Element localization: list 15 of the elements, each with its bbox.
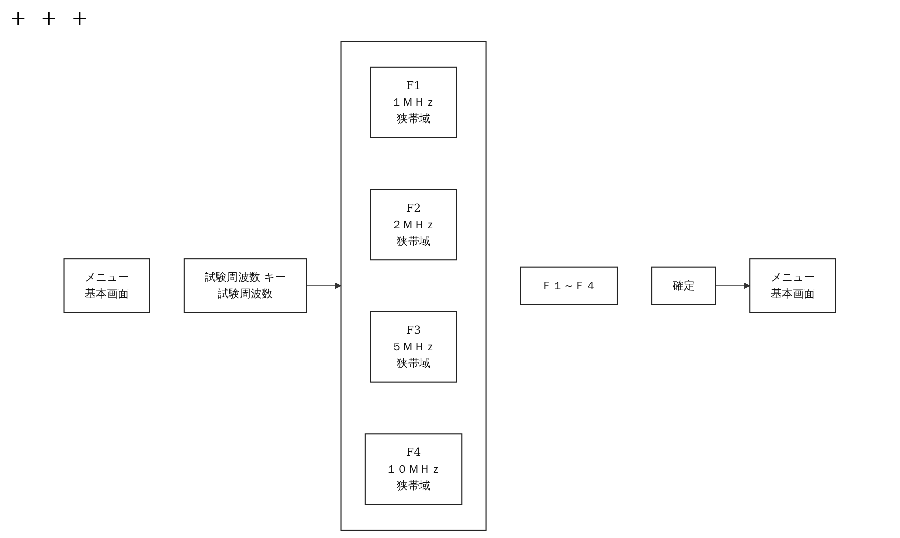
plus-sign: + — [40, 6, 58, 30]
arrow — [715, 282, 750, 290]
node-box: Ｆ１～Ｆ４ — [520, 266, 618, 306]
node-box: F3 ５ＭＨｚ 狭帯域 — [370, 311, 458, 383]
plus-sign: + — [72, 6, 88, 30]
node-box: F4 １０ＭＨｚ 狭帯域 — [364, 434, 463, 506]
plus-sign: + — [10, 6, 27, 30]
node-box: メニュー 基本画面 — [64, 258, 150, 314]
node-box: 確定 — [652, 266, 716, 306]
node-box: F1 １ＭＨｚ 狭帯域 — [370, 66, 458, 138]
arrow — [306, 282, 342, 290]
cluster — [340, 41, 487, 531]
node-box: 試験周波数 キー 試験周波数 — [184, 258, 308, 314]
node-box: メニュー 基本画面 — [750, 258, 836, 314]
node-box: F2 ２ＭＨｚ 狭帯域 — [370, 189, 458, 261]
